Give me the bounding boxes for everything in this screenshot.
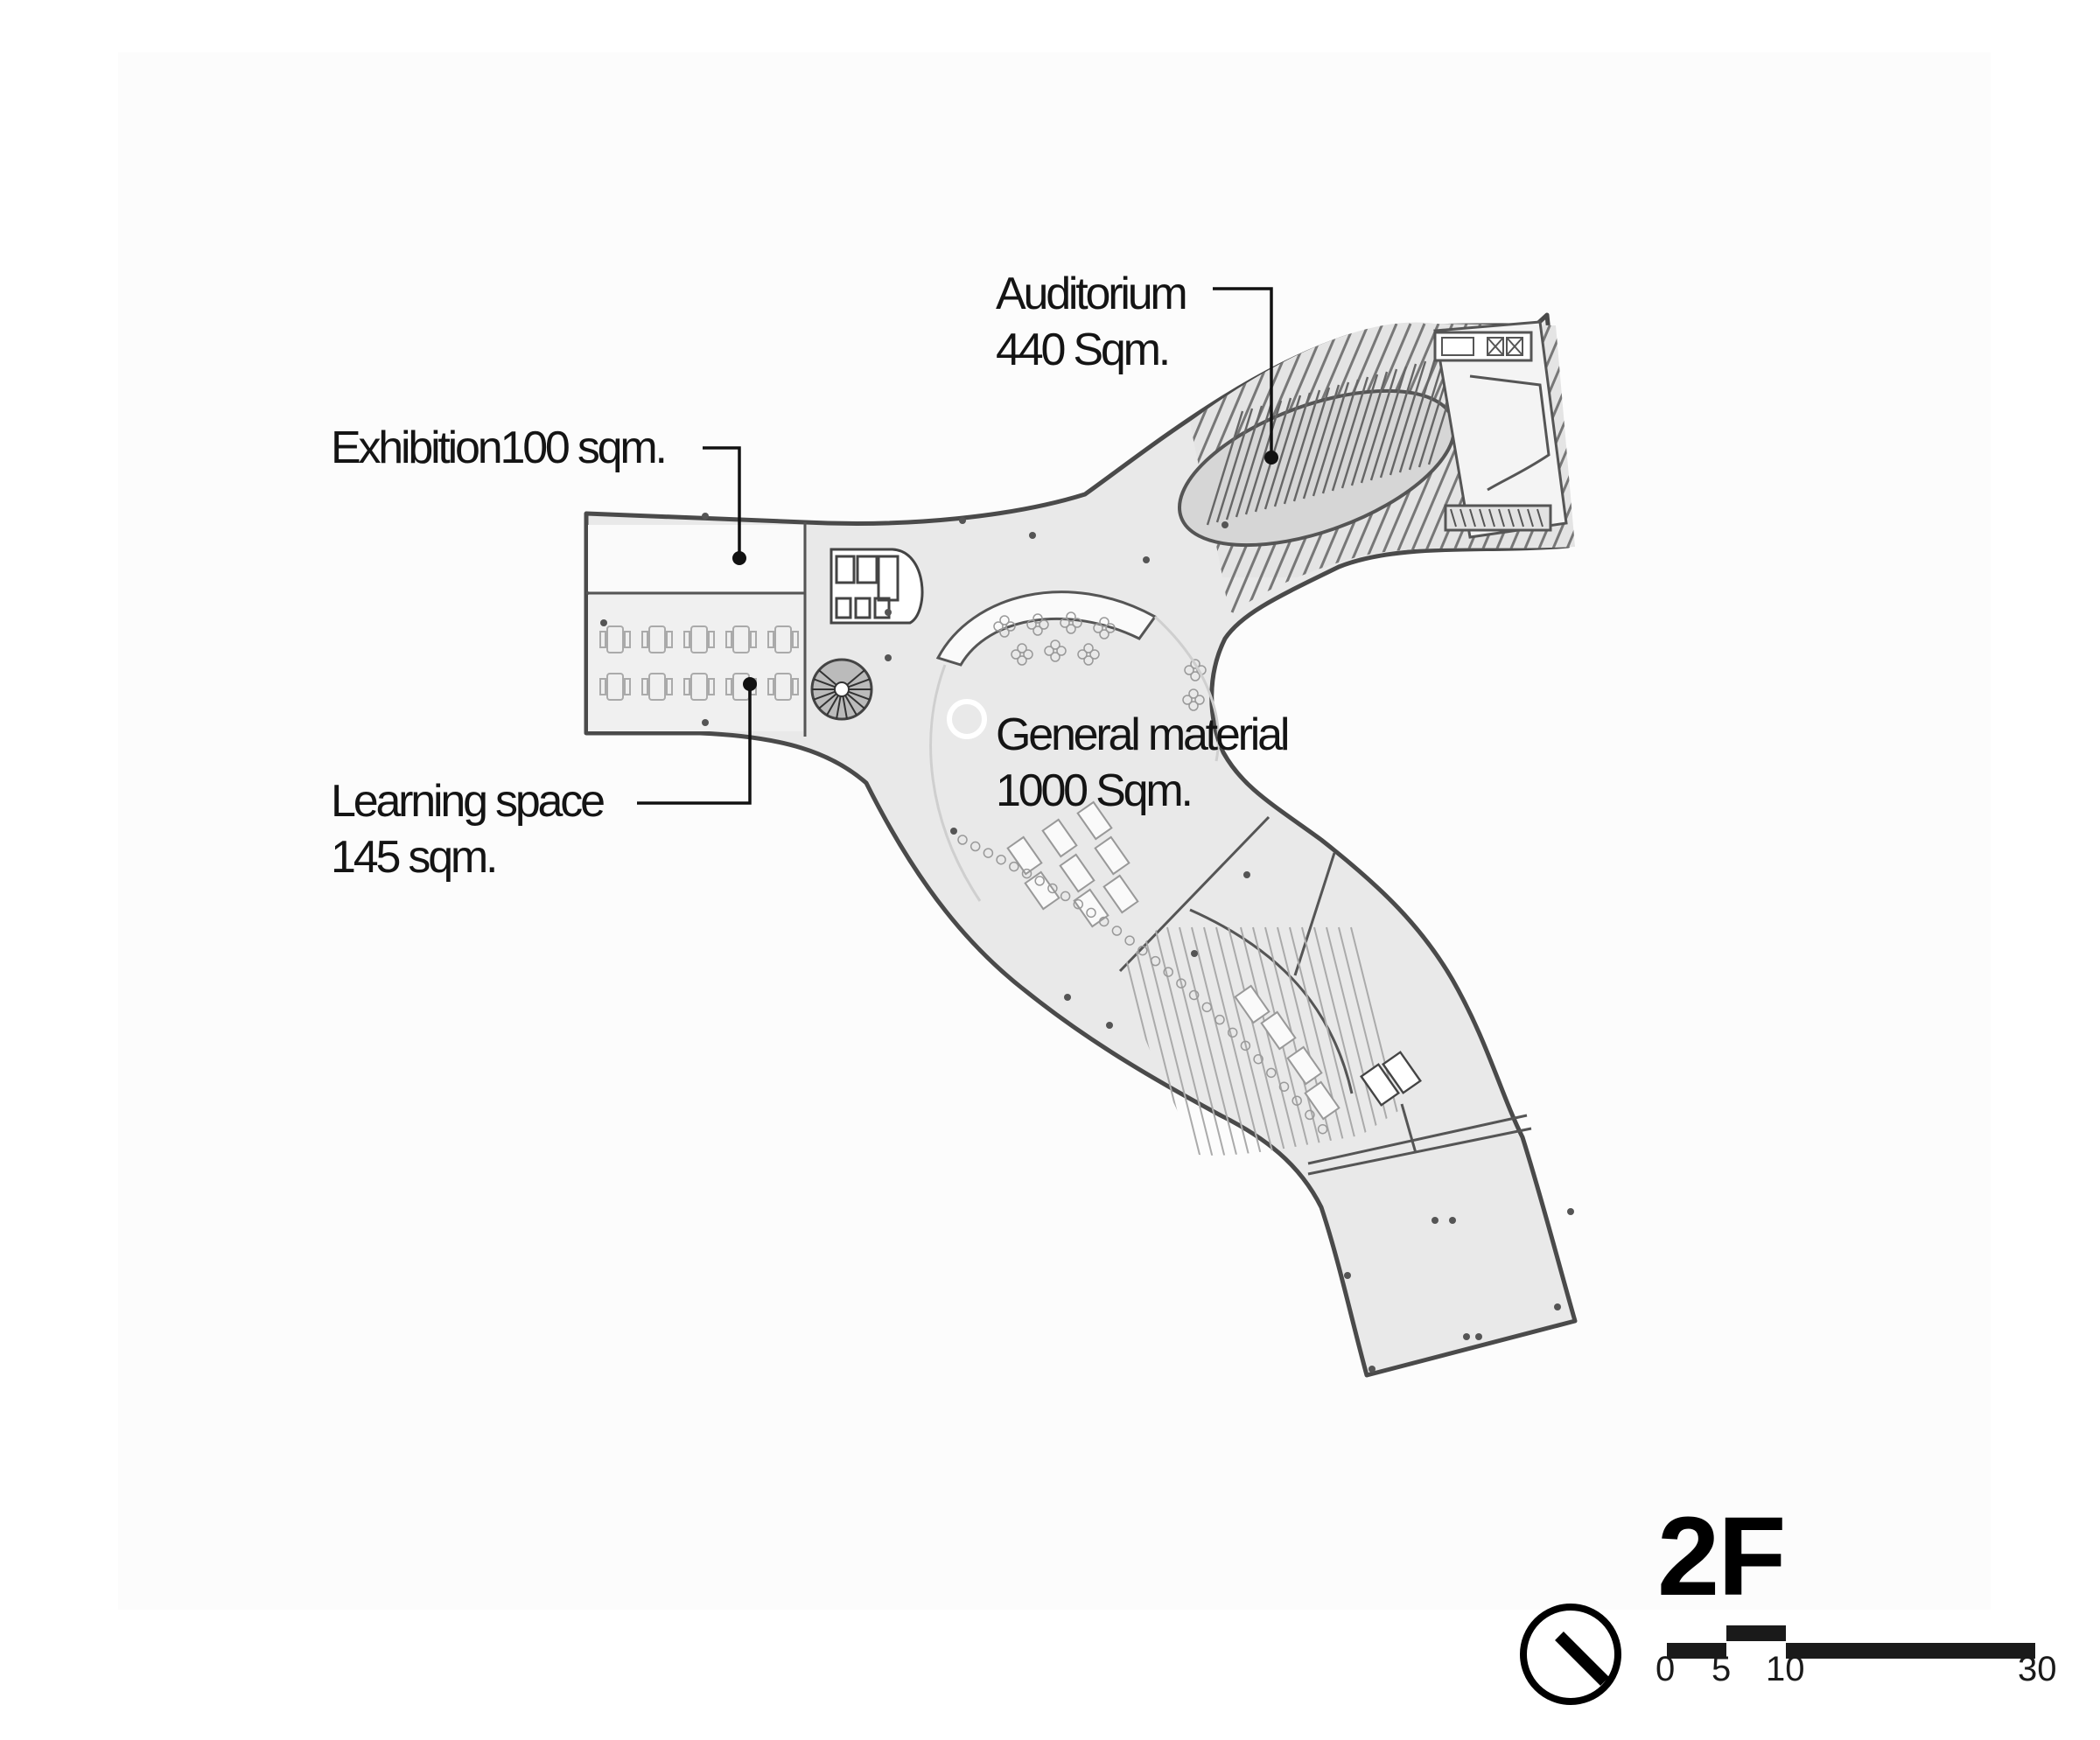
general-name: General material xyxy=(996,709,1290,760)
scale-tick: 10 xyxy=(1766,1650,1805,1688)
scale-bar xyxy=(1667,1625,2035,1659)
learning-area: 145 sqm. xyxy=(331,832,498,883)
north-arrow-icon xyxy=(1520,1604,1621,1705)
learning-desks xyxy=(599,625,799,701)
exhibition-name: Exhibition100 sqm. xyxy=(331,423,668,473)
leader-lines xyxy=(637,287,1273,805)
auditorium-area: 440 Sqm. xyxy=(996,325,1171,375)
scale-tick: 0 xyxy=(1656,1650,1676,1688)
vertical-core xyxy=(810,548,924,721)
exhibition-label: Exhibition100 sqm. xyxy=(331,420,668,476)
scale-tick: 5 xyxy=(1712,1650,1732,1688)
auditorium-name: Auditorium xyxy=(996,269,1188,319)
scale-tick: 30 xyxy=(2018,1650,2057,1688)
west-wing xyxy=(586,522,807,737)
leader-dots xyxy=(732,451,1278,691)
auditorium-label: Auditorium 440 Sqm. xyxy=(996,266,1188,378)
general-area: 1000 Sqm. xyxy=(996,765,1194,816)
learning-name: Learning space xyxy=(331,776,606,827)
learning-label: Learning space 145 sqm. xyxy=(331,773,606,885)
spiral-stair xyxy=(812,669,872,719)
floor-label: 2F xyxy=(1657,1494,1786,1619)
general-label: General material 1000 Sqm. xyxy=(996,707,1290,819)
structural-columns xyxy=(600,513,1574,1373)
